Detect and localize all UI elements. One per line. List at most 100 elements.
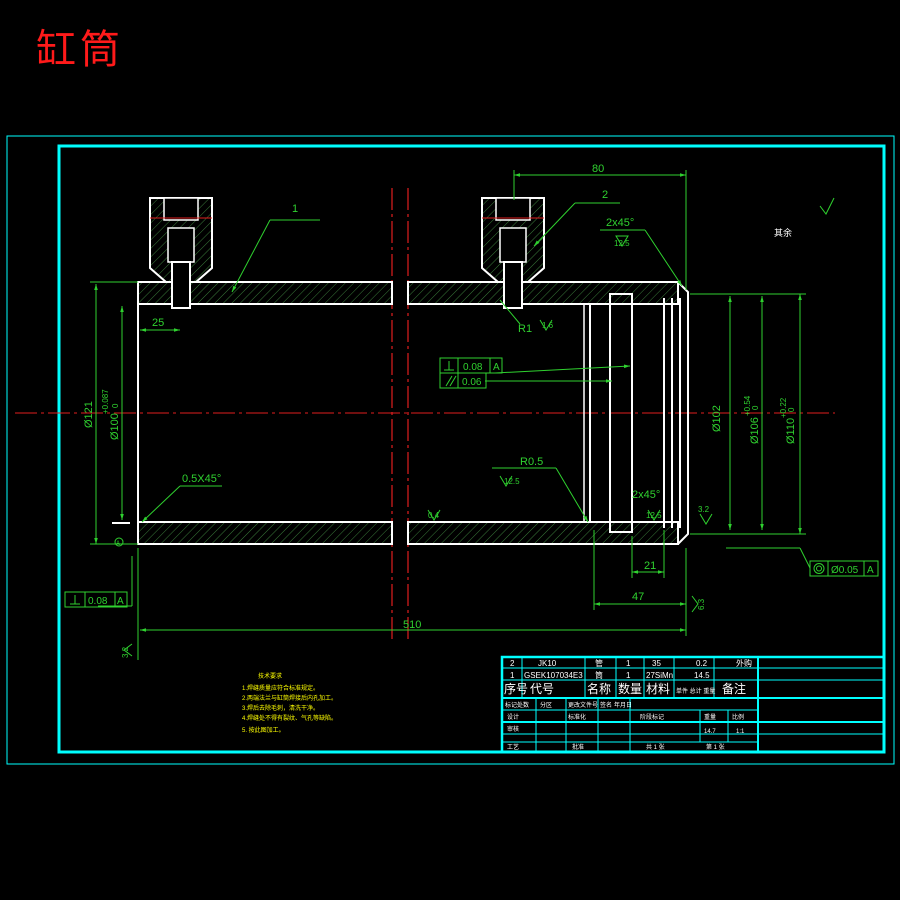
bom-header-name: 名称 — [587, 681, 611, 696]
balloon-1: 1 — [292, 203, 298, 215]
dim-dia110: Ø110 — [785, 418, 797, 444]
tb-label-7: 标准化 — [568, 713, 586, 721]
tol-par-value: 0.06 — [462, 377, 482, 388]
tb-weight: 14.7 — [704, 729, 716, 735]
bom-r1-no: 2 — [510, 659, 515, 668]
title-block-texts: 标记 处数 分区 更改文件号 签名 年月日 设计 标准化 阶段标记 重量 比例 … — [505, 701, 745, 751]
tol-coax-value: Ø0.05 — [831, 565, 859, 576]
bom-r1-mat: 35 — [652, 659, 661, 668]
dim-chamfer-left: 0.5X45° — [182, 473, 221, 485]
bom-r2-qty: 1 — [626, 671, 631, 680]
roughness-inner: 12.5 — [646, 511, 662, 520]
tb-label-3: 更改文件号 — [568, 701, 598, 709]
roughness-04: 0.4 — [428, 511, 440, 520]
roughness-symbols — [123, 197, 835, 657]
tech-notes: 技术要求 1.焊缝质量应符合标准规定。 2.两端法兰与缸筒焊接后内孔加工。 3.… — [242, 672, 337, 734]
dimension-texts: 80 25 510 47 21 Ø121 Ø100 +0.087 0 Ø102 … — [83, 163, 797, 631]
tb-label-0: 标记 — [505, 701, 517, 709]
dim-47: 47 — [632, 591, 644, 603]
tb-label-8: 阶段标记 — [640, 713, 664, 721]
roughness-32-left: 3.2 — [121, 646, 130, 658]
datum-marker: A — [112, 522, 130, 547]
tb-label-12: 工艺 — [507, 743, 519, 751]
dim-dia100-low: 0 — [111, 403, 120, 408]
dim-dia100-tol: +0.087 — [101, 389, 110, 414]
bom-r2-name: 筒 — [595, 670, 603, 680]
dim-510: 510 — [403, 619, 421, 631]
tech-note-2: 2.两端法兰与缸筒焊接后内孔加工。 — [242, 694, 337, 702]
tolerance-frames — [64, 357, 879, 608]
sheet-frame-inner — [57, 144, 886, 754]
sheet-frame-outer — [6, 135, 895, 765]
dim-dia110-low: 0 — [787, 407, 796, 412]
roughness-32-right: 3.2 — [698, 505, 710, 514]
dim-chamfer-inner: 2x45° — [632, 489, 660, 501]
dim-dia106-low: 0 — [751, 405, 760, 410]
tb-label-13: 批准 — [572, 743, 584, 751]
dim-dia100: Ø100 — [109, 413, 121, 440]
bom-header-mat: 材料 — [646, 682, 670, 696]
bom-r2-no: 1 — [510, 671, 515, 680]
dim-r05: R0.5 — [520, 456, 543, 468]
tb-label-15: 第 1 张 — [706, 743, 725, 751]
page-title: 缸筒 — [36, 27, 124, 73]
tech-note-4: 4.焊缝处不得有裂纹、气孔等缺陷。 — [242, 714, 337, 722]
bom-header-note: 备注 — [722, 681, 746, 696]
bom-r1-name: 管 — [595, 658, 603, 668]
bom-r2-mat: 27SiMn — [646, 671, 673, 680]
tb-label-6: 设计 — [507, 713, 519, 721]
dim-25: 25 — [152, 317, 164, 329]
dim-dia102: Ø102 — [711, 405, 723, 432]
tb-label-5: 年月日 — [614, 701, 632, 709]
port-fitting-left — [149, 197, 213, 309]
bom-r1-wt: 0.2 — [696, 659, 708, 668]
bom-header: 序号 代号 名称 数量 材料 单件 总计 重量 备注 — [504, 681, 746, 696]
bom-r1-code: JK10 — [538, 659, 557, 668]
dim-dia106-tol: +0.54 — [743, 395, 752, 416]
tech-note-5: 5. 按此图加工。 — [242, 726, 285, 734]
bom-r2-wt: 14.5 — [694, 671, 710, 680]
bom-texts: 2 JK10 管 1 35 0.2 外购 1 GSEK107034E3 筒 1 … — [510, 658, 752, 680]
dim-dia110-tol: +0.22 — [779, 397, 788, 418]
bom-header-wt: 单件 总计 重量 — [676, 687, 715, 695]
bom-r1-note: 外购 — [736, 658, 752, 668]
tol-perp-value: 0.08 — [463, 362, 483, 373]
tb-label-9: 重量 — [704, 713, 716, 721]
tb-label-1: 处数 — [517, 701, 529, 709]
dim-21: 21 — [644, 560, 656, 572]
dim-80: 80 — [592, 163, 604, 175]
tb-label-4: 签名 — [600, 701, 612, 709]
tol-left-perp-datum: A — [117, 596, 124, 607]
tb-label-11: 审核 — [507, 725, 519, 733]
tech-note-3: 3.焊后去除毛刺，清洗干净。 — [242, 704, 319, 712]
roughness-mid: 12.5 — [504, 477, 520, 486]
tb-scale: 1:1 — [736, 729, 745, 735]
port-fitting-right — [481, 197, 545, 309]
tolerance-texts: 0.08 A 0.06 Ø0.05 A 0.08 A — [88, 362, 874, 607]
dim-dia106: Ø106 — [749, 417, 761, 444]
bom-header-qty: 数量 — [618, 681, 642, 696]
tech-note-1: 1.焊缝质量应符合标准规定。 — [242, 684, 319, 692]
tb-label-14: 共 1 张 — [646, 743, 665, 751]
balloon-2: 2 — [602, 189, 608, 201]
dim-r1: R1 — [518, 323, 532, 335]
roughness-top: 12.5 — [614, 239, 630, 248]
roughness-rest: 其余 — [774, 227, 792, 238]
tol-left-perp-value: 0.08 — [88, 596, 108, 607]
datum-label: A — [116, 541, 120, 547]
tech-notes-heading: 技术要求 — [258, 672, 282, 680]
tb-label-2: 分区 — [540, 701, 552, 709]
title-block — [500, 655, 886, 754]
tube-body — [137, 281, 689, 545]
bom-header-code: 代号 — [530, 682, 554, 696]
bom-r1-qty: 1 — [626, 659, 631, 668]
tb-label-10: 比例 — [732, 713, 744, 721]
dim-chamfer-top: 2x45° — [606, 217, 634, 229]
tol-coax-datum: A — [867, 565, 874, 576]
roughness-texts: 12.5 12.5 12.5 1.6 0.4 3.2 6.3 3.2 其余 — [121, 227, 792, 658]
bom-r2-code: GSEK107034E3 — [524, 671, 583, 680]
tol-perp-datum: A — [493, 362, 500, 373]
roughness-63: 6.3 — [697, 598, 706, 610]
roughness-16: 1.6 — [542, 321, 554, 330]
